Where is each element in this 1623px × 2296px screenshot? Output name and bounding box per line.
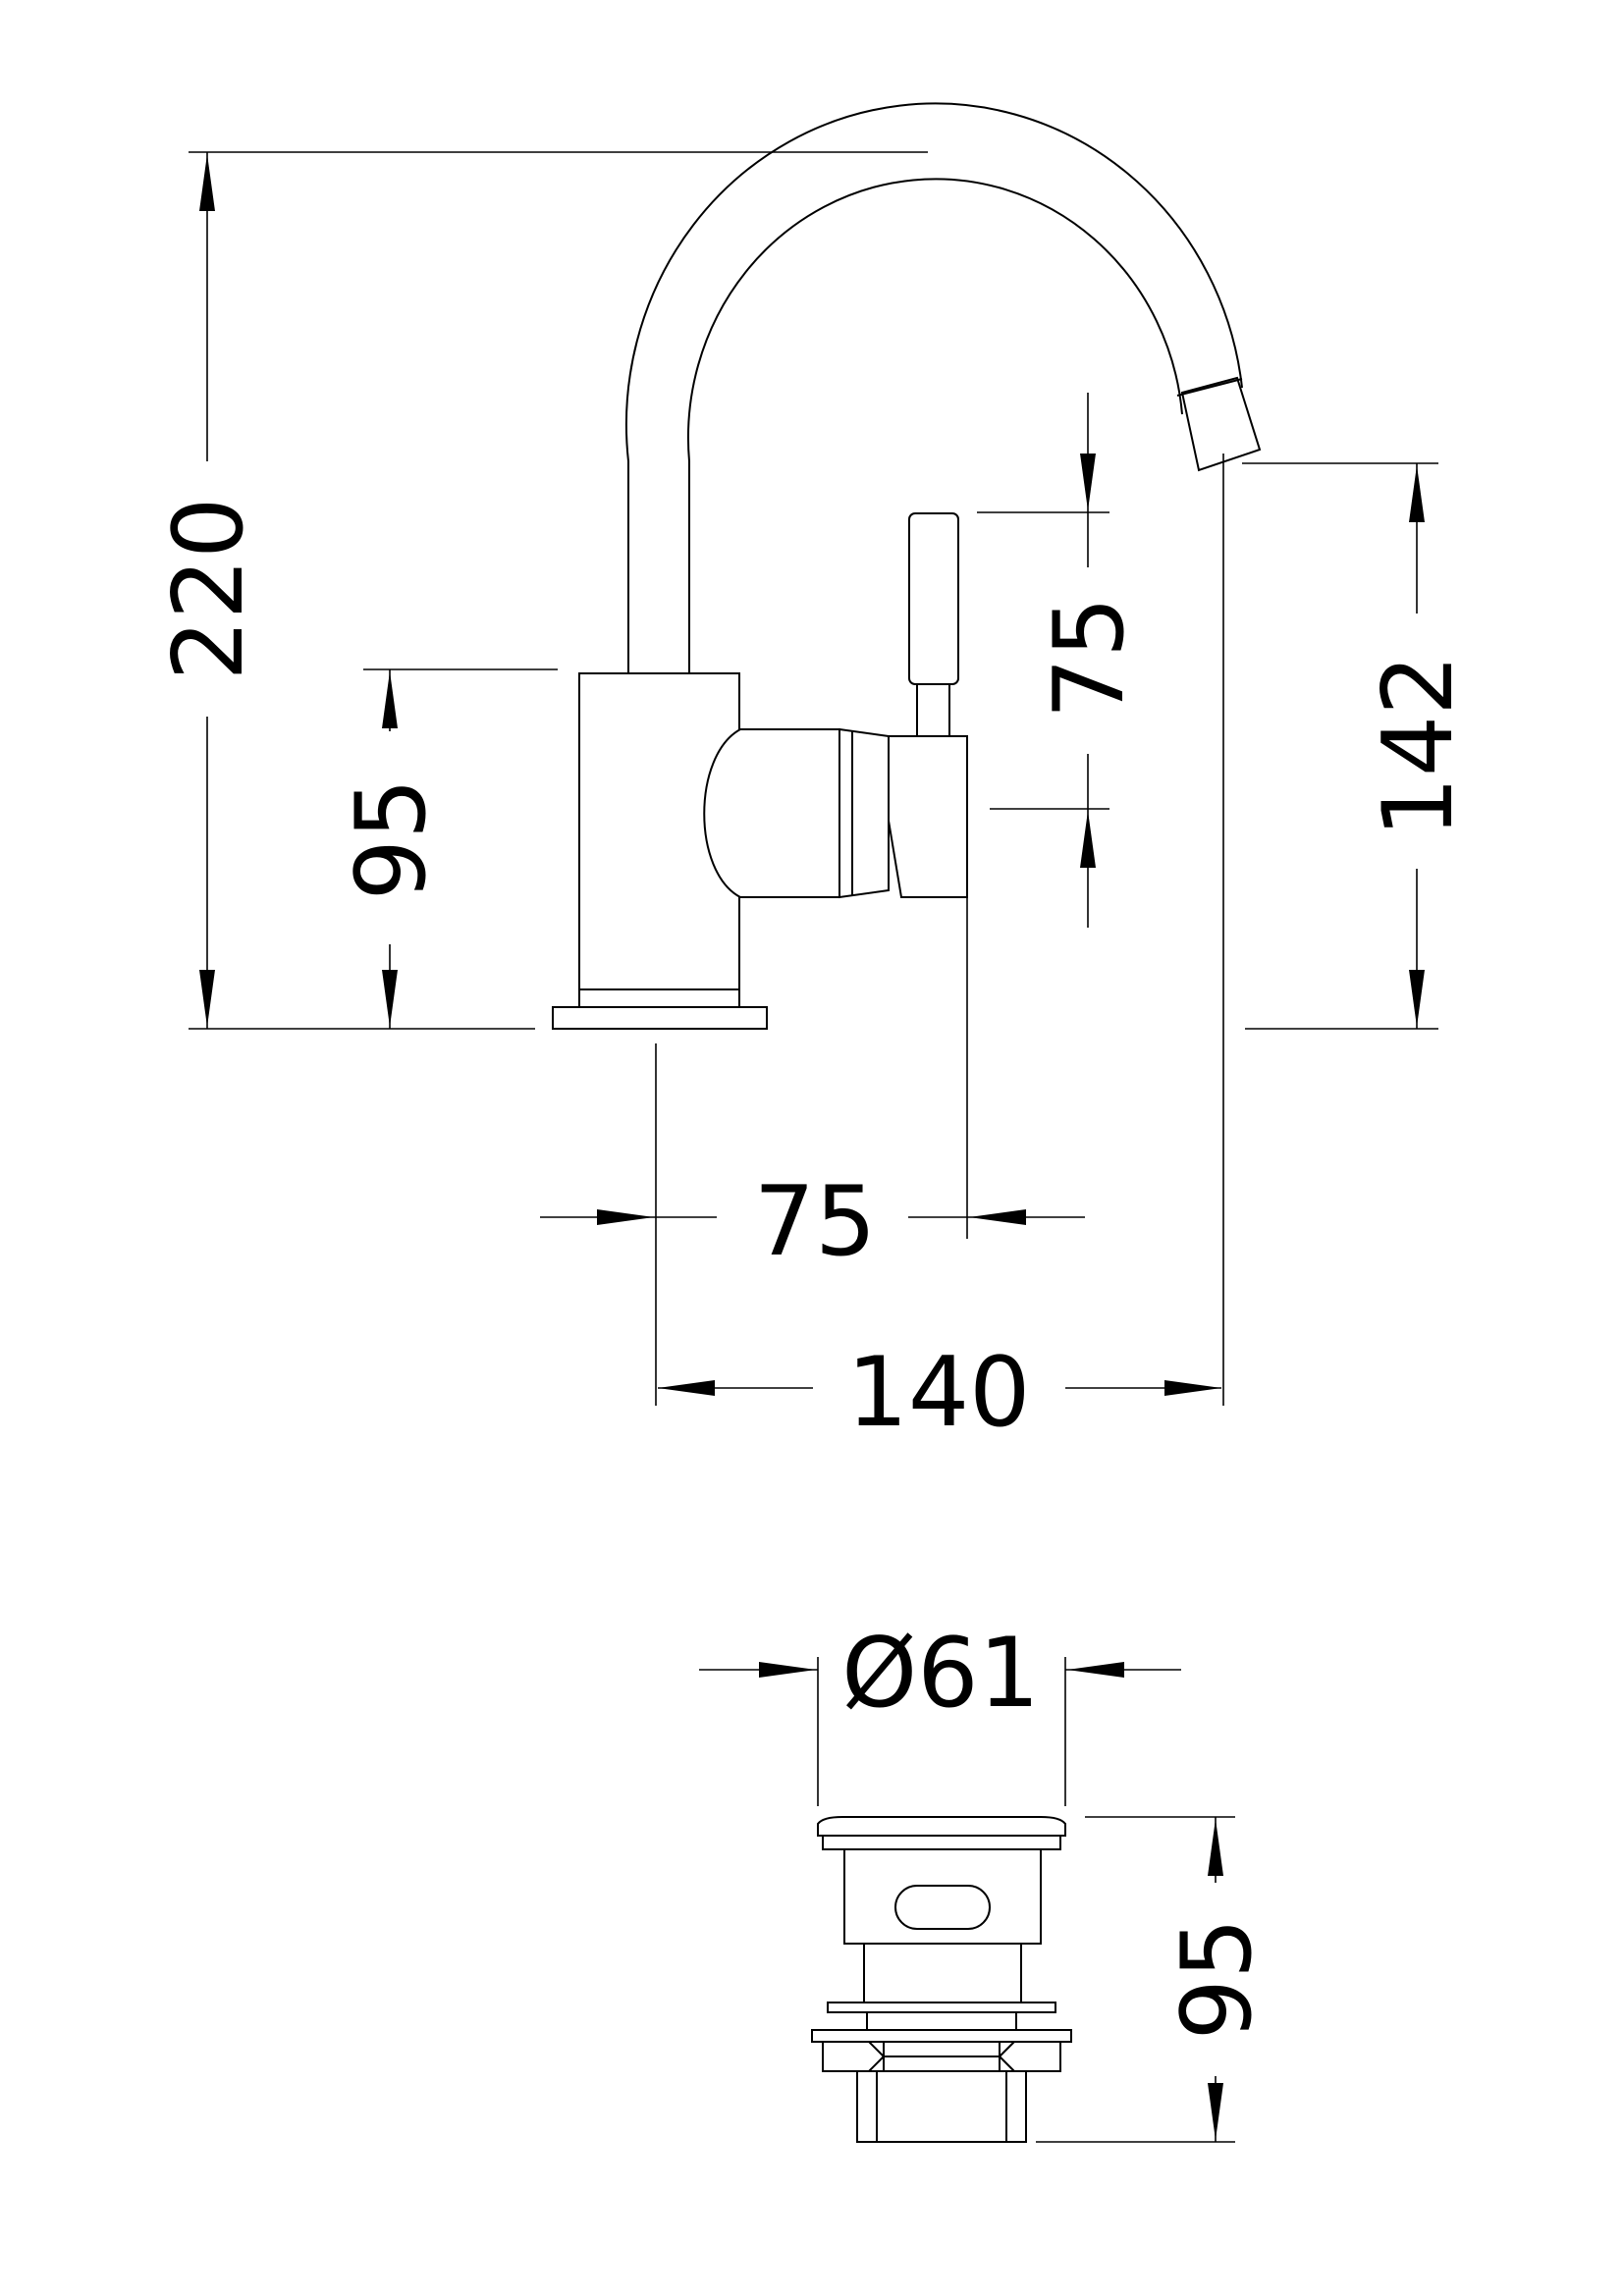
- waste-nut: [811, 2029, 1072, 2043]
- dim-lever-projection: 75: [754, 1166, 877, 1278]
- dim-overall-height: 220: [153, 497, 265, 680]
- waste-dimension-lines: [699, 1657, 1235, 2143]
- dim-spout-reach: 140: [846, 1337, 1030, 1449]
- waste-elevation: [811, 1816, 1072, 2143]
- dim-lever-height: 75: [1034, 597, 1146, 720]
- waste-cap: [817, 1816, 1066, 1837]
- waste-neck: [863, 1943, 1022, 2003]
- waste-slot: [894, 1885, 991, 1930]
- tap-cartridge: [703, 727, 968, 899]
- dim-waste-diameter: Ø61: [841, 1618, 1040, 1730]
- dim-waste-height: 95: [1162, 1918, 1273, 2041]
- tap-lever: [908, 512, 959, 737]
- tap-spout: [625, 102, 1262, 674]
- waste-flange: [822, 1835, 1061, 1850]
- tap-base-collar: [578, 988, 740, 1008]
- dim-spout-height: 142: [1363, 654, 1475, 837]
- tap-dimension-lines: [189, 151, 1438, 1406]
- waste-washer: [827, 2002, 1056, 2013]
- waste-tail: [856, 2070, 1027, 2143]
- tap-base-plate: [552, 1006, 768, 1030]
- dim-base-to-lever: 95: [336, 778, 448, 901]
- tap-elevation: [552, 102, 1262, 1030]
